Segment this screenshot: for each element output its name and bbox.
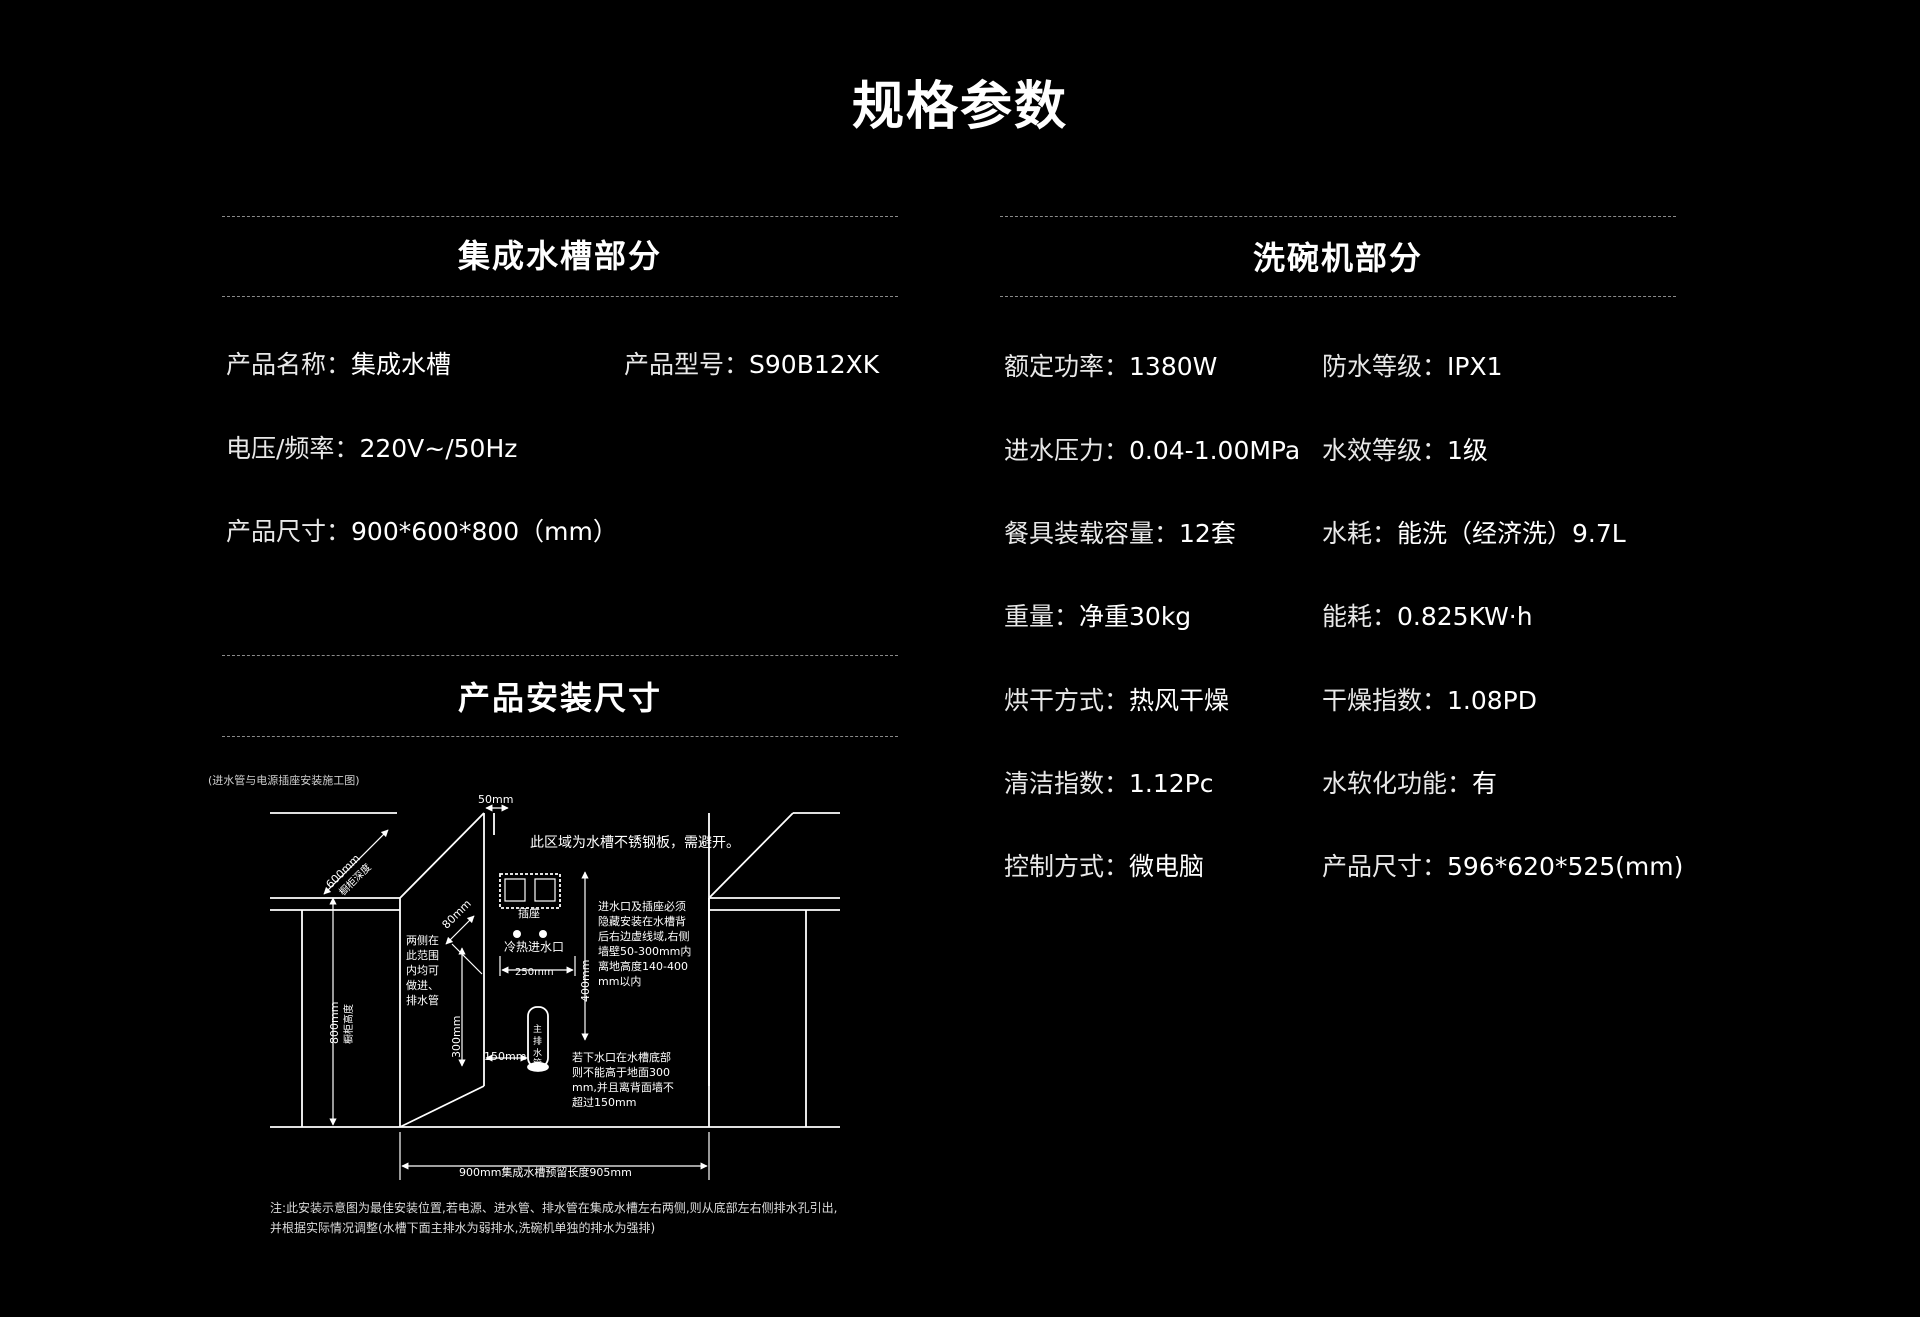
label-150mm: 150mm [484,1050,526,1063]
diag-bottom-left [399,1085,485,1128]
dishwasher-divider-top [1000,216,1676,217]
dw-spec-pressure: 进水压力：0.04-1.00MPa [1004,436,1301,465]
sink-spec-model: 产品型号：S90B12XK [624,350,880,379]
drain-pipe-base [527,1062,549,1072]
dw-spec-waterproof: 防水等级：IPX1 [1322,352,1503,381]
sink-spec-voltage: 电压/频率：220V~/50Hz [226,434,518,463]
label-800mm: 800mm [328,1002,341,1044]
dishwasher-divider-bottom [1000,296,1676,297]
sink-divider-top [222,216,898,217]
install-divider-bottom [222,736,898,737]
label-socket: 插座 [518,906,540,920]
sink-spec-size: 产品尺寸：900*600*800（mm） [226,517,618,546]
label-drain-1: 主 [533,1023,542,1035]
drain-note-3: mm,并且离背面墙不 [572,1080,674,1094]
socket-outlet-1 [504,878,526,902]
diag-top-right [708,812,794,899]
dw-spec-clean-index: 清洁指数：1.12Pc [1004,769,1214,798]
label-600mm: 600mm [323,852,362,891]
side-note-1: 两侧在 [406,934,439,947]
label-inlet: 冷热进水口 [504,940,564,954]
label-300mm: 300mm [450,1016,463,1058]
side-note-2: 此范围 [406,948,439,962]
socket-outlet-2 [534,878,556,902]
dw-spec-energy: 能耗：0.825KW·h [1322,602,1533,631]
hidden-note-5: 离地高度140-400 [598,959,688,973]
inlet-hot-dot [513,930,521,938]
dw-spec-drying: 烘干方式：热风干燥 [1004,686,1230,715]
side-note-5: 排水管 [406,993,439,1007]
hidden-note-4: 墙壁50-300mm内 [598,944,691,958]
drain-note-4: 超过150mm [572,1095,636,1109]
side-range-line [451,943,483,975]
dim-80 [445,915,475,945]
sink-heading: 集成水槽部分 [457,237,662,275]
label-steel-note: 此区域为水槽不锈钢板，需避开。 [530,835,740,851]
dw-spec-power: 额定功率：1380W [1004,352,1218,381]
diag-top-left [399,812,485,899]
label-drain-3: 水 [533,1047,542,1059]
dw-spec-weight: 重量：净重30kg [1004,602,1192,631]
label-250mm: 250mm [515,967,554,978]
hidden-note-6: mm以内 [598,974,641,988]
label-800-sub: 橱柜高度 [342,1004,355,1044]
label-drain-2: 排 [533,1035,542,1047]
install-note-line-2: 并根据实际情况调整(水槽下面主排水为弱排水,洗碗机单独的排水为强排) [270,1221,656,1235]
install-caption: (进水管与电源插座安装施工图) [208,774,360,787]
label-600-sub: 橱柜深度 [336,861,373,898]
dw-spec-dry-index: 干燥指数：1.08PD [1322,686,1538,715]
install-heading: 产品安装尺寸 [457,679,662,717]
hidden-note-1: 进水口及插座必须 [598,899,686,913]
install-divider-top [222,655,898,656]
label-900mm: 900mm集成水槽预留长度905mm [459,1165,632,1179]
label-400mm: 400mm [579,960,592,1002]
install-note-line-1: 注:此安装示意图为最佳安装位置,若电源、进水管、排水管在集成水槽左右两侧,则从底… [270,1201,838,1215]
hidden-note-2: 隐藏安装在水槽背 [598,914,686,928]
dw-spec-size: 产品尺寸：596*620*525(mm) [1322,852,1684,881]
dishwasher-heading: 洗碗机部分 [1252,239,1423,277]
drain-pipe [527,1006,549,1068]
side-note-3: 内均可 [406,963,439,977]
label-80mm: 80mm [440,897,474,931]
side-note-4: 做进、 [406,978,439,992]
sink-spec-name: 产品名称：集成水槽 [226,350,452,379]
drain-note-1: 若下水口在水槽底部 [572,1050,671,1064]
dw-spec-control: 控制方式：微电脑 [1004,852,1205,881]
socket-box [499,873,561,909]
sink-divider-bottom [222,296,898,297]
dw-spec-capacity: 餐具装载容量：12套 [1004,519,1236,548]
dw-spec-water-use: 水耗：能洗（经济洗）9.7L [1322,519,1626,548]
label-drain-4: 管 [533,1057,542,1069]
dim-600 [323,829,389,895]
inlet-cold-dot [539,930,547,938]
label-50mm: 50mm [478,793,513,806]
dw-spec-softener: 水软化功能：有 [1322,769,1498,798]
dw-spec-water-grade: 水效等级：1级 [1322,436,1488,465]
page-title: 规格参数 [851,77,1068,137]
drain-note-2: 则不能高于地面300 [572,1065,670,1079]
hidden-note-3: 后右边虚线域,右侧 [598,929,690,943]
